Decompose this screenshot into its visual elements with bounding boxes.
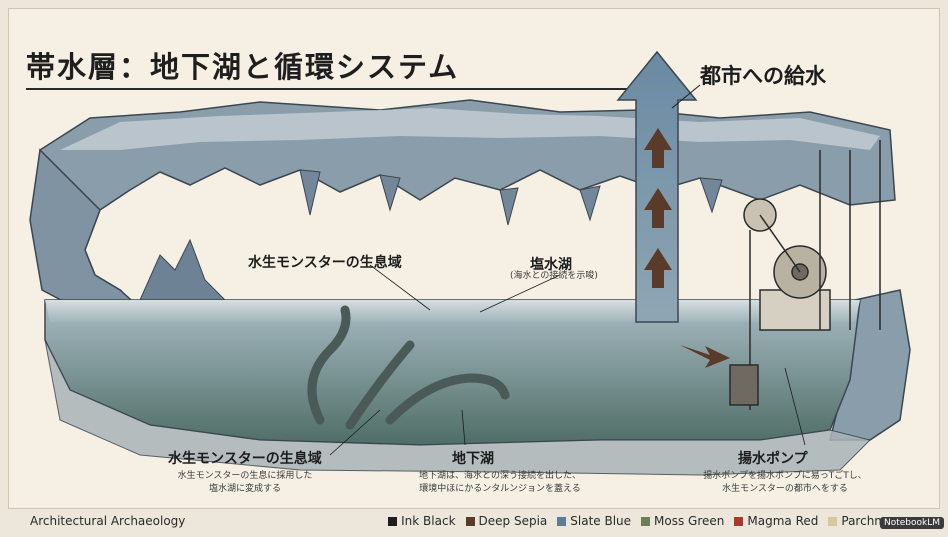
rock-spire (139, 238, 227, 301)
monster-note: 水生モンスターの生息に採用した 塩水湖に変成する (160, 470, 330, 496)
legend-item-moss-green: Moss Green (641, 514, 724, 528)
salt-lake-note: (海水との接続を示唆) (510, 271, 598, 281)
pump-note-line2: 水生モンスターの都市へをする (722, 484, 848, 494)
city-leader-line (671, 84, 701, 109)
legend-swatch (828, 516, 838, 526)
pump-note: 揚水ポンプを揚水ポンプに易っTごTし、 水生モンスターの都市へをする (690, 470, 880, 496)
notebooklm-badge: NotebookLM (879, 517, 944, 529)
color-legend: Ink Black Deep Sepia Slate Blue Moss Gre… (388, 514, 886, 528)
monster-habitat-lower-label: 水生モンスターの生息域 (168, 451, 322, 467)
cave-ceiling-rock (39, 99, 896, 296)
flow-chevrons (644, 128, 672, 288)
underground-note-line2: 環境中ほにかるンタルンジョンを蓋える (419, 484, 581, 494)
underground-note: 地下湖は、海水との深う接続を出した、 環境中ほにかるンタルンジョンを蓋える (400, 470, 600, 496)
bedrock (44, 339, 871, 476)
pump-label: 揚水ポンプ (738, 451, 808, 467)
monster-note-line2: 塩水湖に変成する (208, 484, 281, 494)
city-supply-label: 都市への給水 (700, 64, 826, 88)
underground-note-line1: 地下湖は、海水との深う接続を出した、 (419, 471, 581, 481)
footer-bar: Architectural Archaeology Ink Black Deep… (0, 509, 948, 537)
lake-surface (45, 300, 860, 322)
footer-source: Architectural Archaeology (30, 514, 186, 528)
legend-swatch (388, 516, 398, 526)
salt-lake-label: 塩水湖 (530, 257, 572, 273)
pump-inflow-arrow (680, 345, 730, 368)
left-cave-wall (29, 148, 142, 311)
label-leaders (329, 264, 806, 456)
stalactites (299, 169, 723, 226)
monster-tentacles (307, 305, 510, 430)
legend-item-magma-red: Magma Red (734, 514, 818, 528)
legend-item-deep-sepia: Deep Sepia (465, 514, 547, 528)
city-supply-arrow (616, 50, 698, 323)
monster-note-line1: 水生モンスターの生息に採用した (177, 471, 313, 481)
legend-swatch (465, 516, 475, 526)
legend-swatch (641, 516, 651, 526)
pump-machinery (729, 140, 881, 410)
page-title: 帯水層：地下湖と循環システム (26, 50, 460, 84)
legend-swatch (557, 516, 567, 526)
title-underline (26, 88, 646, 90)
pump-note-line1: 揚水ポンプを揚水ポンプに易っTごTし、 (703, 471, 867, 481)
legend-item-parchment: Parchm (828, 514, 886, 528)
underground-lake-label: 地下湖 (452, 451, 494, 467)
legend-swatch (734, 516, 744, 526)
monster-habitat-upper-label: 水生モンスターの生息域 (248, 255, 402, 271)
legend-item-slate-blue: Slate Blue (557, 514, 631, 528)
legend-item-ink-black: Ink Black (388, 514, 456, 528)
